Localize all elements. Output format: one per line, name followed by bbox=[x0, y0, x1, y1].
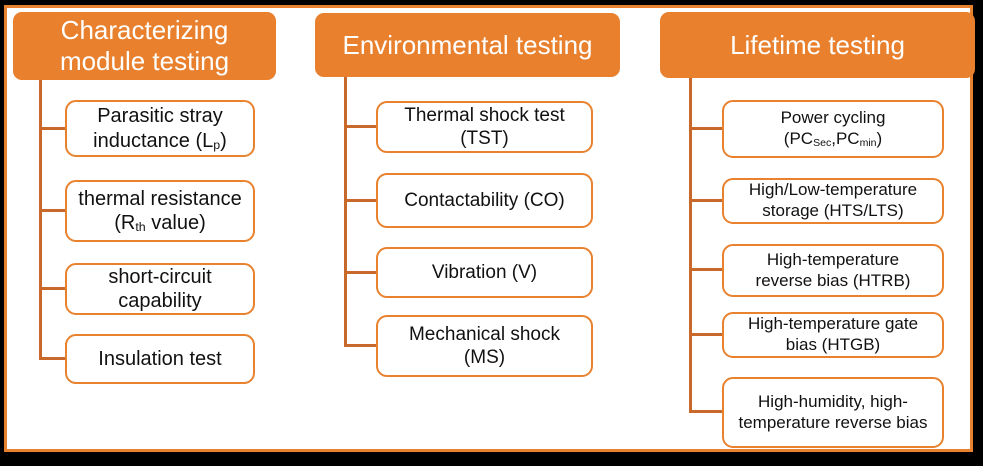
subscript: min bbox=[859, 136, 877, 149]
box-label-line: reverse bias (HTRB) bbox=[755, 270, 911, 290]
header-line: module testing bbox=[59, 46, 230, 76]
header-characterizing-module-testing: Characterizing module testing bbox=[13, 12, 276, 80]
subscript: Sec bbox=[813, 136, 832, 149]
connector-trunk bbox=[344, 77, 347, 347]
connector-branch bbox=[344, 271, 376, 274]
connector-branch bbox=[344, 344, 376, 347]
box-high-low-temperature-storage: High/Low-temperature storage (HTS/LTS) bbox=[722, 178, 944, 224]
box-label-line: High-temperature gate bbox=[747, 314, 919, 334]
header-line: Characterizing bbox=[60, 15, 229, 46]
connector-branch bbox=[689, 333, 722, 336]
box-label-line: (Rth value) bbox=[114, 212, 206, 235]
subscript: th bbox=[135, 220, 146, 235]
box-high-temperature-gate-bias: High-temperature gate bias (HTGB) bbox=[722, 312, 944, 358]
box-label-line: Thermal shock test (TST) bbox=[404, 104, 565, 149]
box-label-line: capability bbox=[118, 290, 202, 312]
connector-branch bbox=[689, 127, 722, 130]
header-line: Lifetime testing bbox=[730, 29, 905, 60]
box-label-line: Parasitic stray bbox=[97, 105, 223, 128]
box-label-line: short-circuit bbox=[108, 265, 212, 288]
box-label-line: inductance (Lp) bbox=[93, 129, 227, 152]
connector-branch bbox=[344, 125, 376, 128]
header-environmental-testing: Environmental testing bbox=[315, 13, 620, 77]
box-parasitic-stray-inductance: Parasitic stray inductance (Lp) bbox=[65, 100, 255, 157]
box-label-line: (PCSec,PCmin) bbox=[783, 129, 883, 149]
subscript: p bbox=[213, 137, 221, 152]
box-label-line: temperature reverse bias bbox=[738, 412, 928, 432]
connector-branch bbox=[689, 410, 722, 413]
box-thermal-shock-test: Thermal shock test (TST) bbox=[376, 101, 593, 153]
connector-trunk bbox=[689, 78, 692, 413]
header-line: Environmental testing bbox=[342, 29, 593, 60]
box-mechanical-shock: Mechanical shock (MS) bbox=[376, 315, 593, 377]
connector-branch bbox=[39, 209, 65, 212]
box-thermal-resistance: thermal resistance (Rth value) bbox=[65, 180, 255, 242]
box-label-line: storage (HTS/LTS) bbox=[762, 201, 904, 220]
connector-trunk bbox=[39, 80, 42, 360]
connector-branch bbox=[39, 357, 65, 360]
box-label-line: Contactability (CO) bbox=[404, 189, 565, 211]
box-vibration: Vibration (V) bbox=[376, 247, 593, 298]
box-label-line: High-humidity, high- bbox=[758, 391, 908, 411]
box-label-line: bias (HTGB) bbox=[785, 335, 881, 354]
connector-branch bbox=[39, 127, 65, 130]
box-label-line: (MS) bbox=[463, 347, 506, 368]
box-label-line: High/Low-temperature bbox=[748, 180, 918, 200]
box-insulation-test: Insulation test bbox=[65, 334, 255, 384]
box-label-line: Power cycling bbox=[780, 108, 886, 128]
header-lifetime-testing: Lifetime testing bbox=[660, 12, 975, 78]
box-high-humidity-high-temperature-reverse-bias: High-humidity, high- temperature reverse… bbox=[722, 377, 944, 448]
connector-branch bbox=[689, 268, 722, 271]
box-contactability: Contactability (CO) bbox=[376, 173, 593, 228]
connector-branch bbox=[39, 287, 65, 290]
box-label-line: High-temperature bbox=[766, 249, 900, 269]
box-high-temperature-reverse-bias: High-temperature reverse bias (HTRB) bbox=[722, 244, 944, 297]
connector-branch bbox=[689, 199, 722, 202]
connector-branch bbox=[344, 199, 376, 202]
box-label-line: thermal resistance bbox=[78, 187, 242, 210]
box-label-line: Mechanical shock bbox=[408, 323, 561, 345]
box-label-line: Insulation test bbox=[98, 347, 222, 370]
box-label-line: Vibration (V) bbox=[431, 261, 538, 283]
box-short-circuit-capability: short-circuit capability bbox=[65, 263, 255, 315]
box-power-cycling: Power cycling (PCSec,PCmin) bbox=[722, 100, 944, 158]
